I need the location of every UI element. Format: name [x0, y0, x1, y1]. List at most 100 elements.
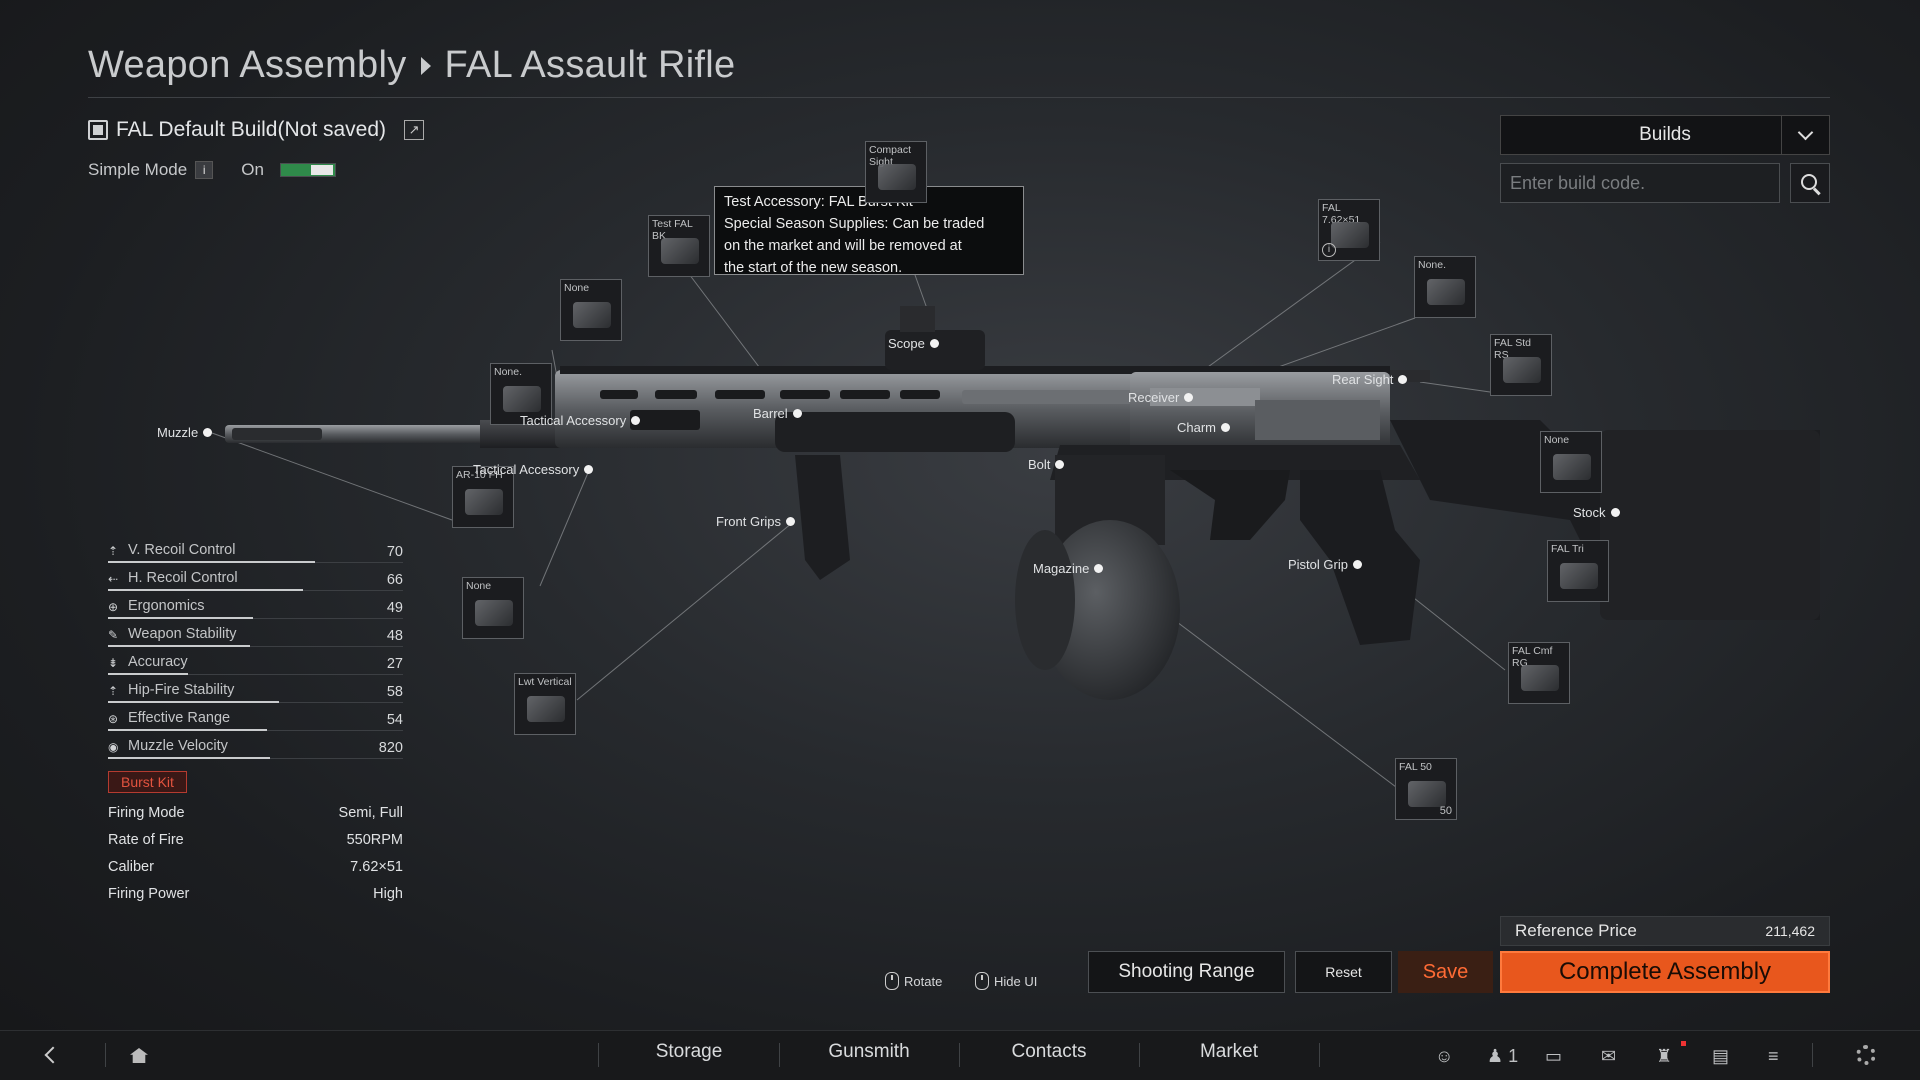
chat-icon[interactable]: ▭: [1545, 1046, 1563, 1066]
build-code-input[interactable]: [1500, 163, 1780, 203]
slot-compact-sight[interactable]: Compact Sight: [865, 141, 927, 203]
trophy-icon[interactable]: ♜: [1656, 1046, 1673, 1066]
label-magazine[interactable]: Magazine: [1033, 561, 1104, 576]
property-value: 550RPM: [346, 832, 403, 848]
hotspot-dot[interactable]: [786, 517, 796, 526]
hotspot-dot[interactable]: [929, 339, 939, 348]
stat-bar: [108, 645, 250, 647]
label-receiver[interactable]: Receiver: [1128, 390, 1194, 405]
stat-value: 70: [386, 544, 403, 560]
stat-icon: ⇡: [108, 544, 119, 558]
label-bolt[interactable]: Bolt: [1028, 457, 1065, 472]
simple-mode-toggle[interactable]: [279, 163, 336, 177]
tooltip-line: the start of the new season.: [724, 260, 903, 276]
tasks-icon[interactable]: ▤: [1712, 1046, 1730, 1066]
hotspot-dot[interactable]: [631, 416, 641, 425]
nav-gunsmith[interactable]: Gunsmith: [828, 1041, 910, 1062]
label-text: Pistol Grip: [1288, 557, 1348, 572]
hotspot-dot[interactable]: [1610, 508, 1620, 517]
slot-charm-top[interactable]: None.: [1414, 256, 1476, 318]
hotspot-dot[interactable]: [1094, 564, 1104, 573]
slot-test-fal-bk[interactable]: Test FAL BK: [648, 215, 710, 277]
label-text: Charm: [1177, 420, 1217, 435]
complete-assembly-button[interactable]: Complete Assembly: [1500, 951, 1830, 993]
slot-rear-sight[interactable]: FAL Std RS: [1490, 334, 1552, 396]
slot-muzzle[interactable]: AR-10 FH: [452, 466, 514, 528]
hotspot-dot[interactable]: [1352, 560, 1362, 569]
stat-icon: ◉: [108, 740, 119, 754]
label-rear-sight[interactable]: Rear Sight: [1332, 372, 1408, 387]
hotspot-dot[interactable]: [1221, 423, 1231, 432]
property-row: Caliber 7.62×51: [108, 859, 403, 875]
mouse-icon: [885, 972, 899, 990]
shooting-range-button[interactable]: Shooting Range: [1088, 951, 1285, 993]
nav-storage[interactable]: Storage: [655, 1041, 723, 1062]
slot-tactical-top[interactable]: None: [560, 279, 622, 341]
save-button[interactable]: Save: [1398, 951, 1493, 993]
label-muzzle[interactable]: Muzzle: [157, 425, 213, 440]
share-icon[interactable]: ↗: [404, 120, 425, 140]
info-icon[interactable]: i: [195, 161, 214, 179]
label-front-grips[interactable]: Front Grips: [716, 514, 796, 529]
property-value: 7.62×51: [350, 859, 403, 875]
weapon-render[interactable]: [0, 0, 1920, 1030]
home-icon[interactable]: [130, 1048, 148, 1063]
hotspot-dot[interactable]: [584, 465, 594, 474]
tooltip-line: Special Season Supplies: Can be traded: [724, 216, 985, 232]
slot-tactical-low[interactable]: None: [462, 577, 524, 639]
slot-label: AR-10 FH: [456, 469, 503, 481]
chevron-down-icon[interactable]: [1781, 116, 1829, 154]
mail-icon[interactable]: ✉: [1601, 1046, 1617, 1066]
slot-stock[interactable]: FAL Tri: [1547, 540, 1609, 602]
label-tactical-top[interactable]: Tactical Accessory: [520, 413, 641, 428]
gear-icon[interactable]: [1856, 1045, 1876, 1065]
property-value: High: [373, 886, 403, 902]
builds-dropdown[interactable]: Builds: [1500, 115, 1830, 155]
friend-search-icon[interactable]: ☺: [1435, 1046, 1454, 1066]
stat-bar: [108, 617, 253, 619]
label-barrel[interactable]: Barrel: [753, 406, 802, 421]
slot-tactical-left[interactable]: None.: [490, 363, 552, 425]
label-tactical-low[interactable]: Tactical Accessory: [473, 462, 594, 477]
info-icon[interactable]: i: [1322, 243, 1336, 257]
hotspot-dot[interactable]: [1398, 375, 1408, 384]
label-scope[interactable]: Scope: [888, 336, 939, 351]
nav-divider: [105, 1043, 106, 1067]
label-pistol-grip[interactable]: Pistol Grip: [1288, 557, 1362, 572]
property-name: Caliber: [108, 859, 154, 875]
slot-charm[interactable]: None: [1540, 431, 1602, 493]
reset-button[interactable]: Reset: [1295, 951, 1392, 993]
hotspot-dot[interactable]: [792, 409, 802, 418]
title-weapon-assembly[interactable]: Weapon Assembly: [88, 44, 407, 86]
build-edit-icon[interactable]: [88, 120, 108, 140]
hotspot-dot[interactable]: [1184, 393, 1194, 402]
stat-bar: [108, 561, 315, 563]
stat-bar: [108, 757, 271, 759]
slot-front-grip[interactable]: Lwt Vertical: [514, 673, 576, 735]
slot-pistol-grip[interactable]: FAL Cmf RG: [1508, 642, 1570, 704]
stat-icon: ✎: [108, 628, 119, 642]
label-stock[interactable]: Stock: [1573, 505, 1620, 520]
page-title: Weapon Assembly FAL Assault Rifle: [88, 44, 735, 87]
stat-icon: ⇡: [108, 684, 119, 698]
nav-market[interactable]: Market: [1199, 1041, 1259, 1062]
squad-icon[interactable]: ♟ 1: [1487, 1046, 1519, 1066]
nav-divider: [959, 1043, 960, 1067]
label-charm[interactable]: Charm: [1177, 420, 1231, 435]
search-button[interactable]: [1790, 163, 1830, 203]
header-divider: [88, 97, 1830, 98]
nav-contacts[interactable]: Contacts: [1011, 1041, 1087, 1062]
burst-kit-badge: Burst Kit: [108, 771, 187, 793]
list-icon[interactable]: ≡: [1768, 1046, 1779, 1066]
hotspot-dot[interactable]: [203, 428, 213, 437]
hide-ui-hint[interactable]: Hide UI: [975, 972, 1037, 990]
stat-name: V. Recoil Control: [128, 542, 236, 558]
hotspot-dot[interactable]: [1055, 460, 1065, 469]
